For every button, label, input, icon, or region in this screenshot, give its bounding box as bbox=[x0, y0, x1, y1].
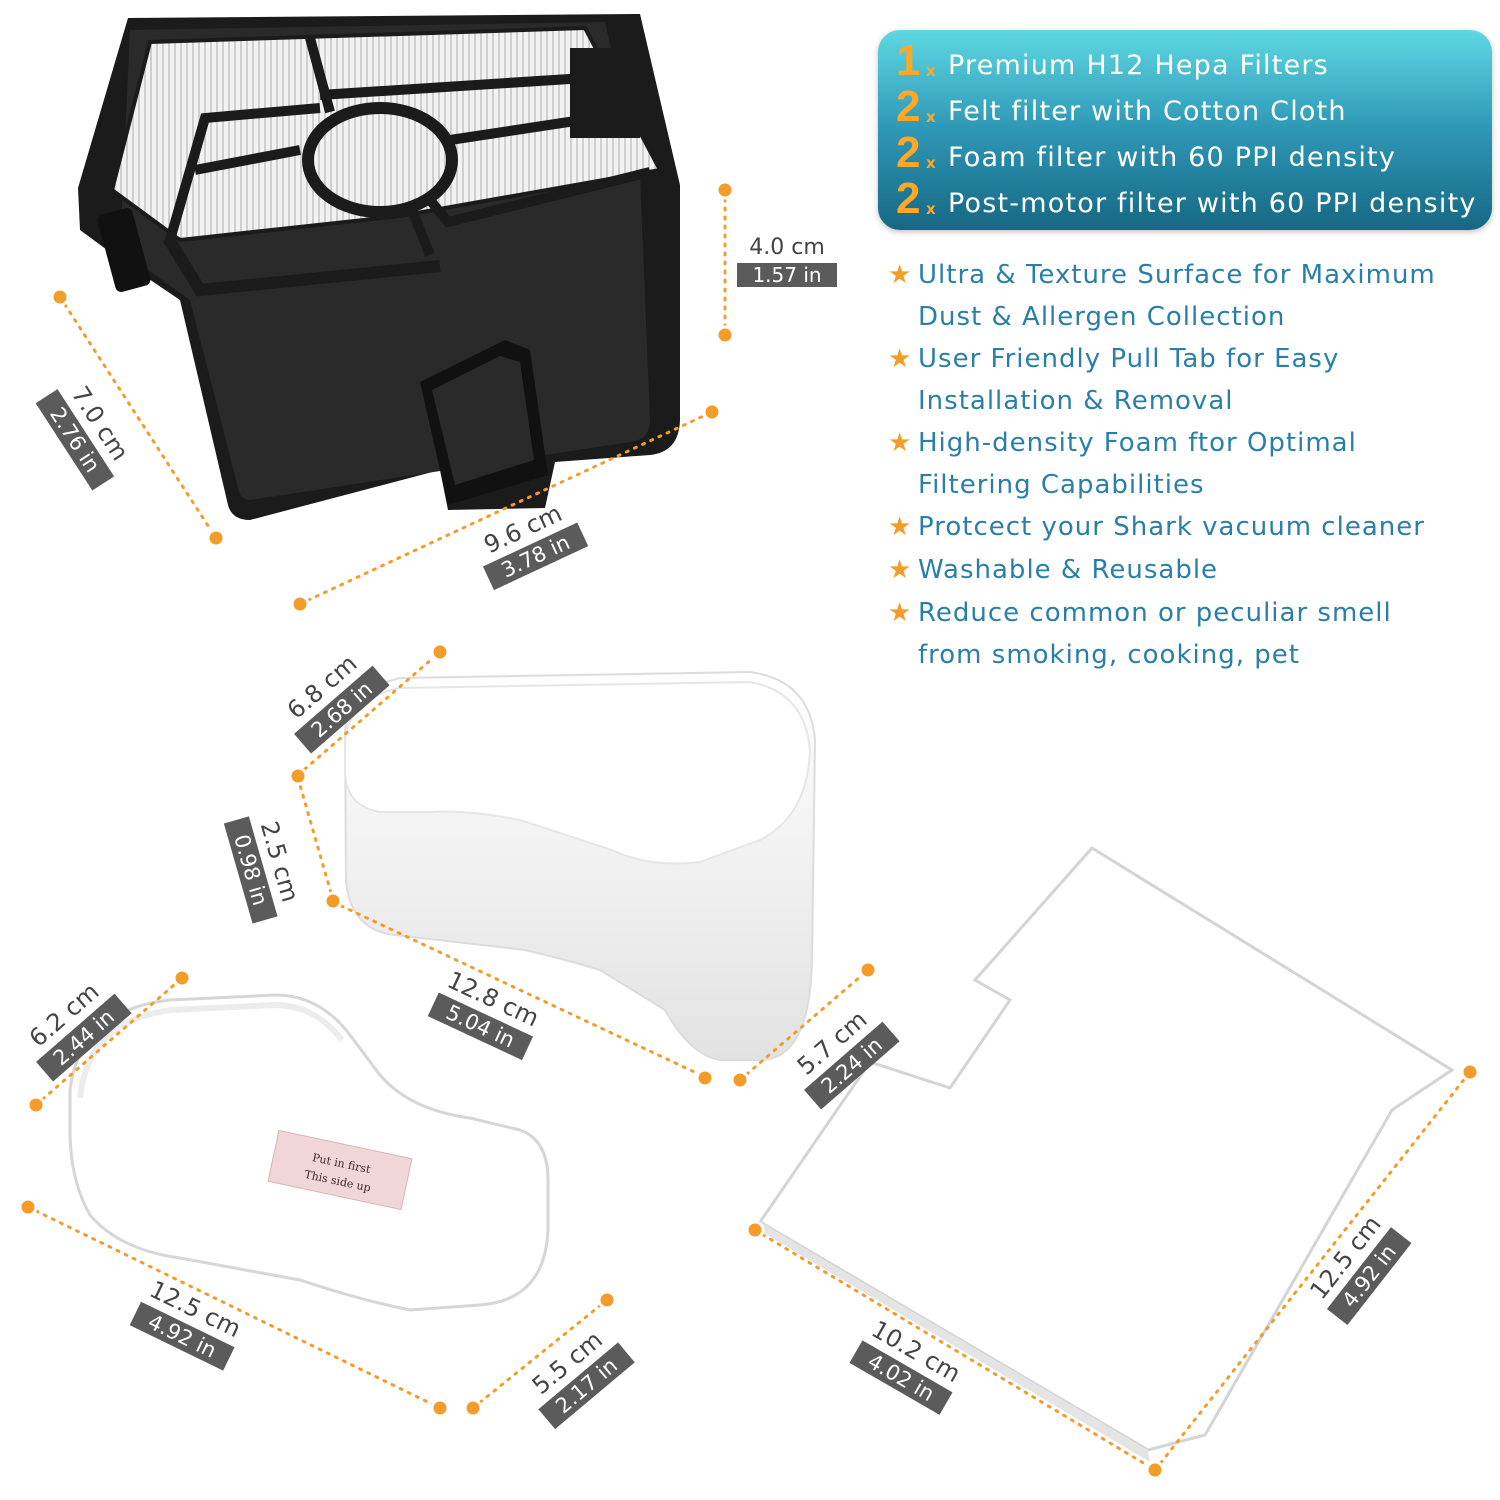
feature-line1: Reduce common or peculiar smell bbox=[918, 598, 1392, 628]
foam-height-label: 2.5 cm 0.98 in bbox=[223, 816, 304, 924]
package-qty: 1 bbox=[896, 36, 921, 85]
star-icon: ★ bbox=[888, 344, 913, 374]
package-qty: 2 bbox=[896, 128, 921, 177]
feature-line1: High-density Foam ftor Optimal bbox=[918, 428, 1357, 458]
feature-line2: Installation & Removal bbox=[918, 386, 1234, 416]
star-icon: ★ bbox=[888, 428, 913, 458]
foam-length-label: 12.8 cm 5.04 in bbox=[427, 966, 543, 1061]
felt-filter: Put in first This side up bbox=[68, 993, 550, 1312]
feature-line2: from smoking, cooking, pet bbox=[918, 640, 1300, 670]
feature-line1: User Friendly Pull Tab for Easy bbox=[918, 344, 1340, 374]
hepa-height-label: 4.0 cm 1.57 in bbox=[737, 235, 837, 287]
package-x: x bbox=[926, 108, 936, 126]
feature-line1: Ultra & Texture Surface for Maximum bbox=[918, 260, 1436, 290]
dimension-dots bbox=[18, 180, 1480, 1480]
star-icon: ★ bbox=[888, 260, 913, 290]
feature-item: ★ High-density Foam ftor Optimal Filteri… bbox=[888, 422, 1488, 506]
package-qty: 2 bbox=[896, 82, 921, 131]
post-motor-tab-label: 5.5 cm 2.17 in bbox=[527, 1326, 635, 1430]
hepa-height-in: 1.57 in bbox=[752, 263, 821, 287]
hepa-height-cm: 4.0 cm bbox=[749, 235, 825, 260]
dimension-lines bbox=[26, 188, 1472, 1472]
package-label: Felt filter with Cotton Cloth bbox=[948, 96, 1347, 127]
package-label: Premium H12 Hepa Filters bbox=[948, 50, 1329, 81]
package-x: x bbox=[926, 200, 936, 218]
star-icon: ★ bbox=[888, 598, 913, 628]
feature-item: ★ User Friendly Pull Tab for Easy Instal… bbox=[888, 338, 1488, 422]
feature-item: ★ Reduce common or peculiar smell from s… bbox=[888, 592, 1488, 676]
feature-line2: Dust & Allergen Collection bbox=[918, 302, 1286, 332]
feature-item: ★ Ultra & Texture Surface for Maximum Du… bbox=[888, 254, 1488, 338]
package-qty: 2 bbox=[896, 174, 921, 223]
package-label: Foam filter with 60 PPI density bbox=[948, 142, 1397, 173]
feature-line1: Protcect your Shark vacuum cleaner bbox=[918, 512, 1425, 542]
feature-line1: Washable & Reusable bbox=[918, 555, 1219, 585]
package-contents-banner: 1 x Premium H12 Hepa Filters 2 x Felt fi… bbox=[878, 30, 1492, 230]
feature-line2: Filtering Capabilities bbox=[918, 470, 1205, 500]
star-icon: ★ bbox=[888, 512, 913, 542]
feature-item: ★ Protcect your Shark vacuum cleaner bbox=[888, 506, 1488, 548]
feature-item: ★ Washable & Reusable bbox=[888, 549, 1488, 591]
package-x: x bbox=[926, 62, 936, 80]
hepa-filter bbox=[78, 14, 680, 520]
put-in-first-tag: Put in first This side up bbox=[267, 1129, 413, 1211]
package-label: Post-motor filter with 60 PPI density bbox=[948, 188, 1477, 219]
package-x: x bbox=[926, 154, 936, 172]
hepa-depth-label: 7.0 cm 2.76 in bbox=[35, 381, 134, 491]
felt-length-label: 12.5 cm 4.92 in bbox=[129, 1275, 245, 1371]
star-icon: ★ bbox=[888, 555, 913, 585]
foam-filter bbox=[343, 670, 817, 1061]
